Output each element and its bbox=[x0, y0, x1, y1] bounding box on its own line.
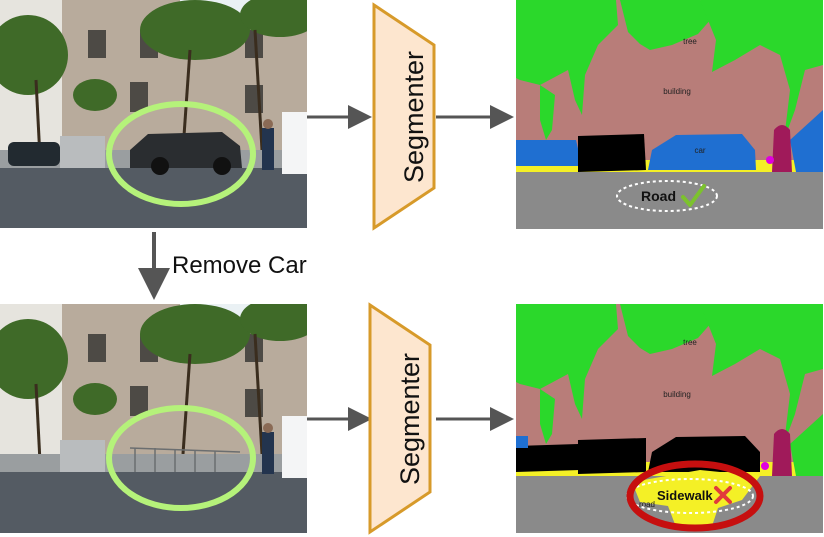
result-label-sidewalk: Sidewalk bbox=[657, 488, 713, 503]
highlight-ellipse-empty bbox=[106, 405, 256, 511]
segmentation-output-edited bbox=[516, 304, 823, 533]
segmenter-block-bottom: Segmenter bbox=[368, 302, 432, 535]
check-icon bbox=[681, 184, 706, 207]
segmentation-output-original bbox=[516, 0, 823, 229]
removed-car bbox=[130, 132, 242, 175]
segmenter-block-top: Segmenter bbox=[372, 2, 436, 231]
wrong-prediction-ring bbox=[626, 460, 764, 532]
input-photo-car-removed bbox=[0, 304, 307, 533]
segmenter-label-top: Segmenter bbox=[399, 51, 429, 183]
result-ellipse-top bbox=[616, 180, 718, 212]
seg-label-road-bottom: road bbox=[639, 500, 655, 509]
cross-icon bbox=[714, 486, 732, 504]
input-photo-original bbox=[0, 0, 307, 228]
seg-label-building-top: building bbox=[663, 87, 691, 96]
seg-label-tree-top: tree bbox=[683, 37, 697, 46]
seg-label-building-bottom: building bbox=[663, 390, 691, 399]
segmenter-label-bottom: Segmenter bbox=[395, 353, 425, 485]
step-label-remove-car: Remove Car bbox=[172, 252, 307, 279]
result-label-road: Road bbox=[641, 188, 676, 204]
seg-label-tree-bottom: tree bbox=[683, 338, 697, 347]
seg-label-car-top: car bbox=[694, 146, 705, 155]
highlight-ellipse-car bbox=[106, 101, 256, 207]
result-ellipse-bottom bbox=[626, 478, 754, 514]
